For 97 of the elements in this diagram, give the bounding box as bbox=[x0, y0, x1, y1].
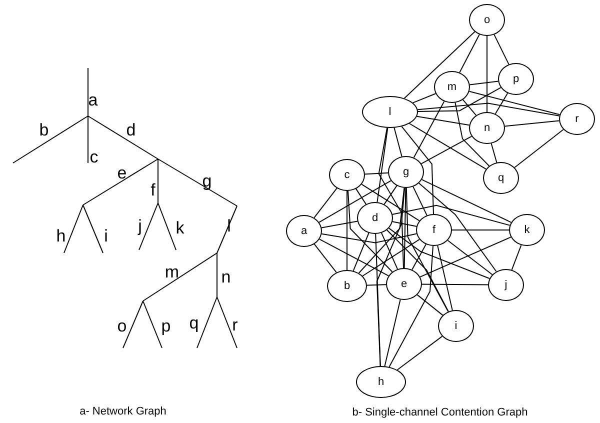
contention-line bbox=[376, 127, 388, 203]
contention-line bbox=[318, 180, 392, 223]
link-ellipse: e bbox=[386, 268, 422, 300]
link-label: c bbox=[90, 148, 98, 166]
contention-line bbox=[404, 31, 476, 99]
contention-line bbox=[396, 336, 443, 370]
contention-line bbox=[378, 127, 404, 268]
link-label: k bbox=[176, 220, 184, 236]
contention-line bbox=[420, 236, 512, 278]
contention-line bbox=[413, 100, 445, 158]
contention-line bbox=[388, 228, 490, 279]
contention-line bbox=[421, 179, 512, 223]
contention-line bbox=[418, 182, 497, 272]
contention-line bbox=[486, 36, 488, 112]
link-ellipse: j bbox=[488, 269, 524, 301]
contention-line bbox=[514, 129, 564, 168]
link-label: n bbox=[221, 268, 231, 286]
contention-line bbox=[404, 188, 406, 268]
link-ellipse: c bbox=[329, 159, 365, 191]
contention-line bbox=[319, 238, 389, 276]
contention-line bbox=[462, 99, 477, 116]
link-label: q bbox=[189, 314, 199, 332]
contention-line bbox=[494, 92, 508, 114]
contention-line bbox=[416, 294, 444, 316]
contention-line bbox=[346, 190, 348, 270]
contention-line bbox=[468, 90, 560, 116]
contention-line bbox=[352, 232, 370, 272]
graph-caption: a- Network Graph bbox=[80, 406, 166, 418]
contention-line bbox=[381, 232, 398, 270]
contention-line bbox=[504, 120, 560, 127]
contention-line bbox=[376, 188, 406, 366]
contention-line bbox=[314, 244, 337, 273]
contention-line bbox=[384, 299, 401, 367]
contention-line bbox=[392, 204, 510, 226]
contention-line bbox=[358, 187, 405, 274]
link-ellipse: p bbox=[498, 63, 534, 95]
contention-line bbox=[490, 143, 498, 163]
contention-line bbox=[420, 136, 472, 164]
contention-line bbox=[406, 188, 449, 312]
link-label: h bbox=[56, 228, 66, 244]
link-ellipse: k bbox=[509, 214, 545, 246]
link-ellipse: n bbox=[469, 112, 505, 144]
contention-line bbox=[469, 80, 499, 86]
contention-line bbox=[348, 190, 393, 272]
contention-line bbox=[401, 126, 434, 214]
link-label: d bbox=[126, 122, 136, 138]
contention-line bbox=[412, 186, 428, 216]
link-ellipse: h bbox=[356, 366, 406, 398]
link-label: p bbox=[161, 318, 171, 334]
contention-line bbox=[511, 244, 522, 270]
link-label: i bbox=[104, 228, 108, 244]
contention-line bbox=[454, 102, 490, 166]
contention-line bbox=[361, 184, 420, 222]
contention-line bbox=[364, 172, 388, 175]
contention-line bbox=[494, 34, 510, 65]
link-ellipse: g bbox=[388, 156, 424, 188]
link-label: o bbox=[117, 318, 127, 334]
link-ellipse: q bbox=[483, 162, 519, 194]
link-label: r bbox=[232, 316, 238, 334]
contention-line bbox=[412, 93, 436, 104]
link-label: m bbox=[164, 264, 180, 280]
contention-line bbox=[384, 185, 398, 205]
contention-line bbox=[412, 244, 426, 270]
contention-line bbox=[375, 234, 381, 366]
contention-line bbox=[417, 102, 560, 116]
contention-line bbox=[416, 116, 470, 126]
contention-line bbox=[314, 188, 338, 218]
link-ellipse: f bbox=[416, 214, 452, 246]
contention-line bbox=[422, 284, 488, 286]
link-ellipse: l bbox=[362, 96, 418, 128]
link-label: e bbox=[117, 164, 127, 182]
contention-line bbox=[388, 246, 434, 368]
link-label: f bbox=[150, 182, 156, 198]
link-ellipse: o bbox=[469, 4, 505, 36]
link-ellipse: a bbox=[286, 215, 322, 247]
contention-line bbox=[408, 123, 486, 170]
contention-line bbox=[366, 284, 386, 286]
contention-line bbox=[356, 188, 366, 205]
link-ellipse: i bbox=[438, 310, 474, 342]
contention-line bbox=[418, 87, 502, 112]
link-label: a bbox=[88, 92, 98, 108]
contention-line bbox=[386, 230, 449, 312]
contention-line bbox=[321, 220, 358, 228]
contention-line bbox=[437, 245, 453, 311]
contention-line bbox=[321, 233, 417, 244]
link-ellipse: b bbox=[327, 270, 367, 302]
link-label: g bbox=[202, 172, 212, 190]
link-ellipse: r bbox=[559, 103, 595, 135]
link-ellipse: d bbox=[357, 202, 393, 234]
contention-line bbox=[392, 221, 417, 227]
contention-line bbox=[362, 238, 420, 276]
contention-line bbox=[459, 34, 480, 73]
contention-line bbox=[394, 127, 402, 157]
contention-line bbox=[447, 240, 493, 276]
link-label: b bbox=[39, 122, 49, 138]
link-label: j bbox=[138, 218, 142, 234]
link-ellipse: m bbox=[434, 71, 470, 103]
